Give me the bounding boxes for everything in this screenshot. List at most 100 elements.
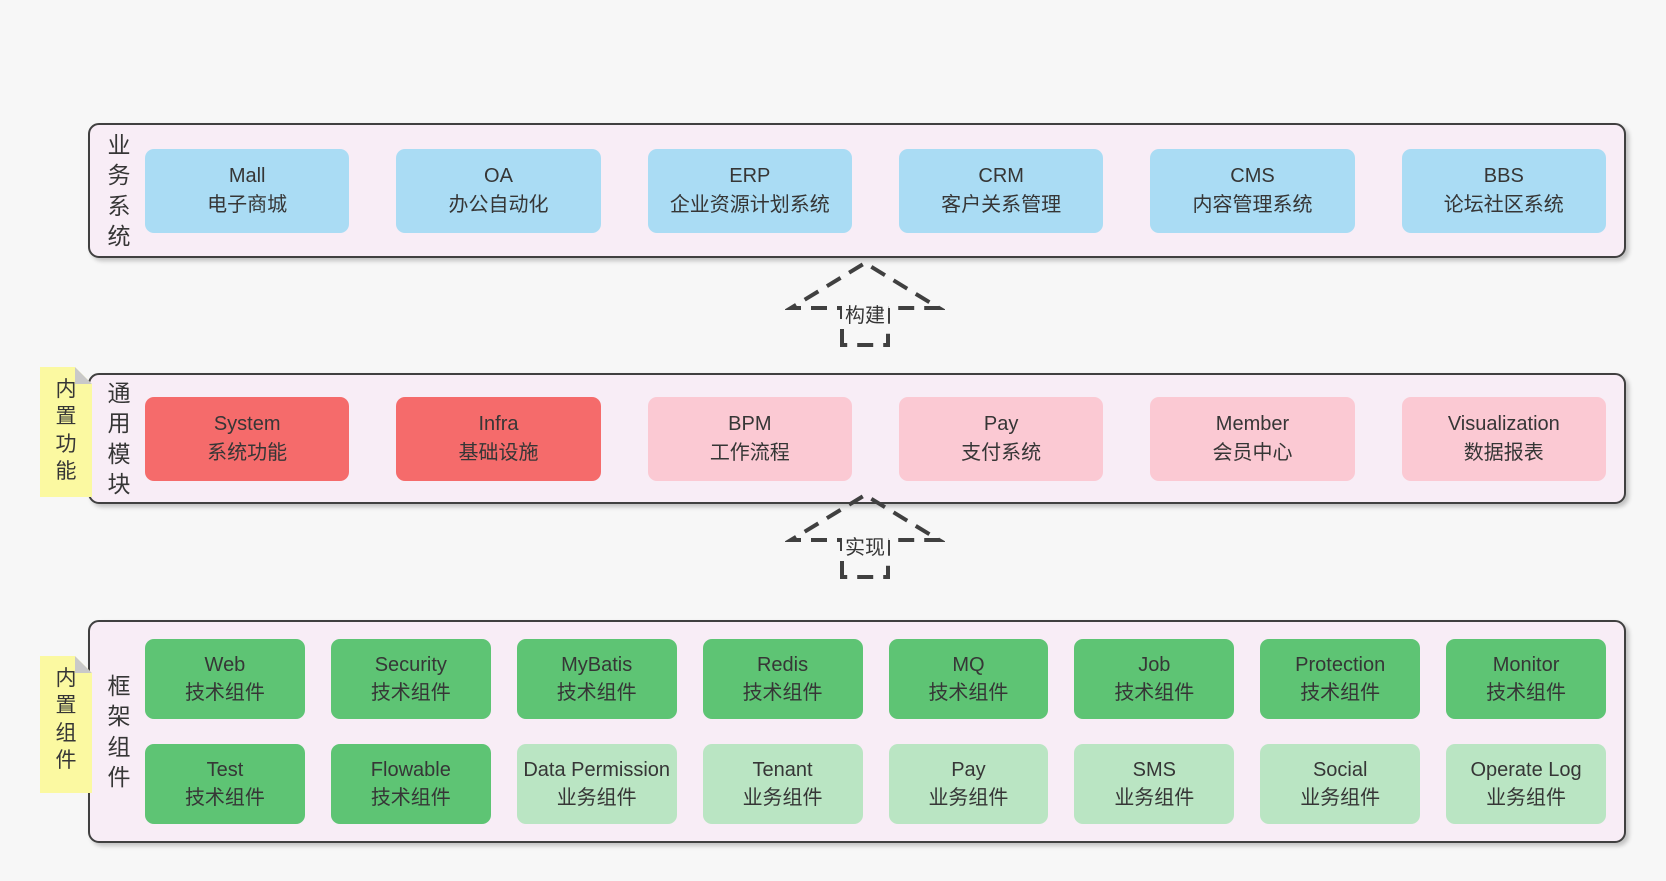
common-modules-label: 通 用 模 块 <box>107 379 131 497</box>
dashed-up-arrow-icon <box>785 492 945 579</box>
module-box-subtitle: 论坛社区系统 <box>1443 193 1564 216</box>
module-box-subtitle: 技术组件 <box>556 682 637 704</box>
dashed-up-arrow-icon <box>785 260 945 347</box>
module-box-subtitle: 技术组件 <box>370 787 451 809</box>
module-box-subtitle: 技术组件 <box>184 787 265 809</box>
module-box-subtitle: 业务组件 <box>1114 787 1195 809</box>
module-box-title: Monitor <box>1492 653 1560 676</box>
module-box-title: CMS <box>1230 165 1275 188</box>
module-box-title: Visualization <box>1447 413 1560 436</box>
module-box-title: Member <box>1215 413 1290 436</box>
module-box-subtitle: 客户关系管理 <box>941 193 1062 216</box>
build-arrow: 构建 <box>785 260 945 348</box>
business-systems-boxes: Mall 电子商城 OA 办公自动化 ERP 企业资源计划系统 CRM 客户关系管理 CMS 内容… <box>145 148 1606 233</box>
module-box-redis: Redis 技术组件 <box>702 639 863 719</box>
module-box-visualization: Visualization 数据报表 <box>1401 396 1606 481</box>
module-box-data-permission: Data Permission 业务组件 <box>516 744 677 824</box>
module-box-title: Flowable <box>370 758 451 781</box>
module-box-mybatis: MyBatis 技术组件 <box>516 639 677 719</box>
implement-arrow-label: 实现 <box>842 531 888 560</box>
module-box-title: Operate Log <box>1470 758 1582 781</box>
module-box-subtitle: 技术组件 <box>928 682 1009 704</box>
module-box-monitor: Monitor 技术组件 <box>1446 639 1606 719</box>
module-box-title: Tenant <box>752 758 813 781</box>
module-box-title: MyBatis <box>561 653 633 676</box>
module-box-subtitle: 企业资源计划系统 <box>669 193 830 216</box>
framework-components-label: 框 架 组 件 <box>107 672 131 790</box>
note-fold-icon <box>75 367 92 384</box>
module-box-member: Member 会员中心 <box>1150 396 1355 481</box>
module-box-subtitle: 系统功能 <box>207 441 288 464</box>
built-in-components-note: 内 置 组 件 <box>40 656 92 793</box>
module-box-subtitle: 技术组件 <box>742 682 823 704</box>
module-box-subtitle: 业务组件 <box>556 787 637 809</box>
module-box-bbs: BBS 论坛社区系统 <box>1401 148 1606 233</box>
module-box-tenant: Tenant 业务组件 <box>702 744 863 824</box>
module-box-system: System 系统功能 <box>145 396 350 481</box>
module-box-title: Data Permission <box>523 758 671 781</box>
module-box-title: System <box>213 413 281 436</box>
module-box-title: Web <box>204 653 246 676</box>
module-box-subtitle: 基础设施 <box>458 441 539 464</box>
module-box-subtitle: 会员中心 <box>1212 441 1293 464</box>
module-box-title: CRM <box>978 165 1024 188</box>
build-arrow-label: 构建 <box>842 299 888 328</box>
implement-arrow: 实现 <box>785 492 945 580</box>
module-box-title: ERP <box>729 165 771 188</box>
business-systems-label: 业 务 系 统 <box>107 131 131 249</box>
module-box-subtitle: 技术组件 <box>1486 682 1567 704</box>
module-box-oa: OA 办公自动化 <box>396 148 601 233</box>
module-box-subtitle: 技术组件 <box>1300 682 1381 704</box>
built-in-components-note-text: 内 置 组 件 <box>55 667 77 772</box>
module-box-subtitle: 技术组件 <box>370 682 451 704</box>
module-box-title: SMS <box>1132 758 1176 781</box>
module-box-subtitle: 数据报表 <box>1463 441 1544 464</box>
module-box-title: Infra <box>478 413 519 436</box>
module-box-title: Pay <box>951 758 986 781</box>
module-box-title: Security <box>374 653 447 676</box>
module-box-subtitle: 技术组件 <box>1114 682 1195 704</box>
module-box-erp: ERP 企业资源计划系统 <box>647 148 852 233</box>
module-box-subtitle: 业务组件 <box>1486 787 1567 809</box>
module-box-title: Mall <box>228 165 266 188</box>
module-box-test: Test 技术组件 <box>145 744 305 824</box>
module-box-crm: CRM 客户关系管理 <box>898 148 1104 233</box>
module-box-subtitle: 工作流程 <box>709 441 790 464</box>
module-box-mall: Mall 电子商城 <box>145 148 350 233</box>
module-box-operate-log: Operate Log 业务组件 <box>1446 744 1606 824</box>
module-box-security: Security 技术组件 <box>330 639 491 719</box>
module-box-flowable: Flowable 技术组件 <box>330 744 491 824</box>
module-box-subtitle: 电子商城 <box>207 193 288 216</box>
module-box-subtitle: 业务组件 <box>928 787 1009 809</box>
built-in-features-note: 内 置 功 能 <box>40 367 92 497</box>
module-box-subtitle: 业务组件 <box>1300 787 1381 809</box>
module-box-sms: SMS 业务组件 <box>1074 744 1235 824</box>
module-box-subtitle: 内容管理系统 <box>1192 193 1313 216</box>
module-box-subtitle: 办公自动化 <box>448 193 549 216</box>
module-box-subtitle: 业务组件 <box>742 787 823 809</box>
module-box-protection: Protection 技术组件 <box>1260 639 1421 719</box>
module-box-title: Redis <box>756 653 809 676</box>
module-box-title: MQ <box>952 653 985 676</box>
built-in-features-note-text: 内 置 功 能 <box>55 378 77 483</box>
module-box-infra: Infra 基础设施 <box>396 396 601 481</box>
module-box-title: Test <box>206 758 244 781</box>
module-box-cms: CMS 内容管理系统 <box>1150 148 1355 233</box>
module-box-mq: MQ 技术组件 <box>888 639 1049 719</box>
business-systems-layer: 业 务 系 统 Mall 电子商城 OA 办公自动化 ERP 企业资源计划系统 CRM 客户关… <box>88 123 1626 258</box>
module-box-title: Protection <box>1295 653 1386 676</box>
module-box-title: BBS <box>1483 165 1524 188</box>
module-box-title: OA <box>484 165 513 188</box>
module-box-subtitle: 支付系统 <box>961 441 1042 464</box>
